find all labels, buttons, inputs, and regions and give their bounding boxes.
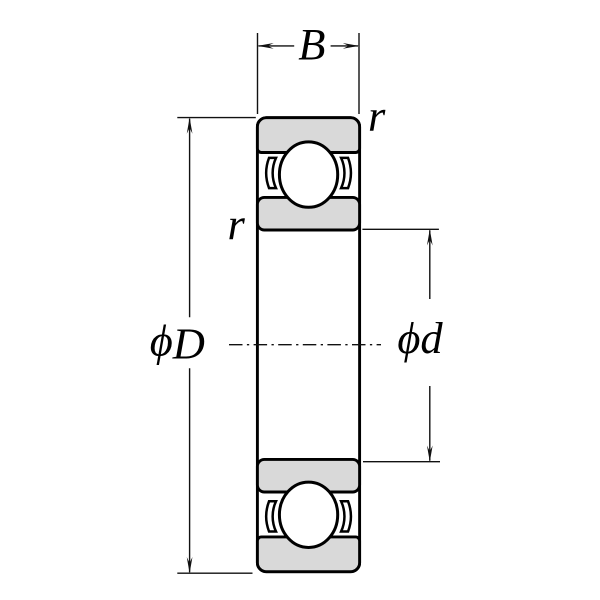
svg-text:r: r	[228, 199, 246, 249]
svg-text:B: B	[298, 19, 325, 69]
svg-text:r: r	[368, 90, 386, 140]
svg-text:ϕd: ϕd	[397, 313, 443, 363]
svg-text:ϕD: ϕD	[150, 316, 205, 369]
